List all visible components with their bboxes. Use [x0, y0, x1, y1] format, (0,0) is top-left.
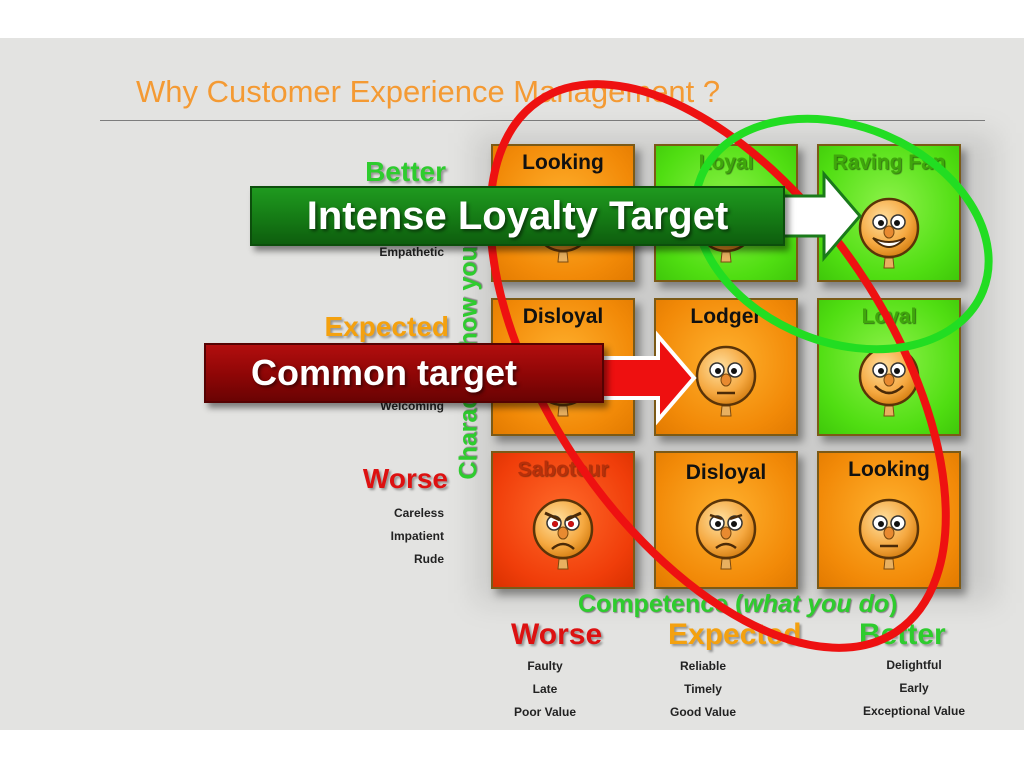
- y-descriptor: Empathetic: [379, 245, 444, 259]
- x-descriptor: Exceptional Value: [862, 704, 966, 718]
- cell-disloyal-bottom-middle: Disloyal: [654, 451, 798, 589]
- common-arrow: [594, 330, 697, 426]
- x-descriptor: Timely: [684, 682, 722, 696]
- y-descriptor: Impatient: [390, 529, 444, 543]
- x-descriptor: Poor Value: [513, 705, 577, 719]
- cell-label: Looking: [848, 458, 930, 481]
- x-descriptor: Faulty: [527, 659, 563, 673]
- y-level-expected: Expected: [324, 311, 450, 342]
- cell-label: Disloyal: [522, 305, 604, 328]
- x-level-worse: Worse: [511, 618, 603, 651]
- x-descriptor: Reliable: [679, 659, 727, 673]
- cell-label: Looking: [522, 151, 604, 174]
- target-rings-overlay: [486, 80, 993, 652]
- intense-loyalty-target-banner: Intense Loyalty Target: [250, 186, 785, 246]
- x-descriptor: Late: [532, 682, 558, 696]
- cell-saboteur: Saboteur: [491, 451, 635, 589]
- x-descriptor: Delightful: [886, 658, 942, 672]
- common-target-banner: Common target: [204, 343, 604, 403]
- x-axis-hint: what you do: [743, 590, 890, 618]
- y-descriptor: Careless: [393, 506, 444, 520]
- loyalty-target-ring: [691, 114, 993, 354]
- title-divider: [100, 120, 985, 121]
- slide: Why Customer Experience Management ? Loo…: [0, 38, 1024, 730]
- x-axis-label: Competence (what you do): [578, 590, 898, 618]
- y-level-better: Better: [365, 156, 446, 187]
- cell-label: Disloyal: [685, 461, 767, 484]
- y-level-worse: Worse: [362, 463, 448, 494]
- loyalty-arrow: [780, 169, 862, 263]
- common-target-ring: [486, 80, 950, 652]
- x-descriptor: Good Value: [669, 705, 736, 719]
- slide-title: Why Customer Experience Management ?: [136, 74, 721, 109]
- cell-label: Raving Fan: [832, 151, 946, 174]
- y-descriptor: Rude: [414, 552, 444, 566]
- cell-label: Lodger: [690, 305, 762, 328]
- x-descriptor: Early: [899, 681, 929, 695]
